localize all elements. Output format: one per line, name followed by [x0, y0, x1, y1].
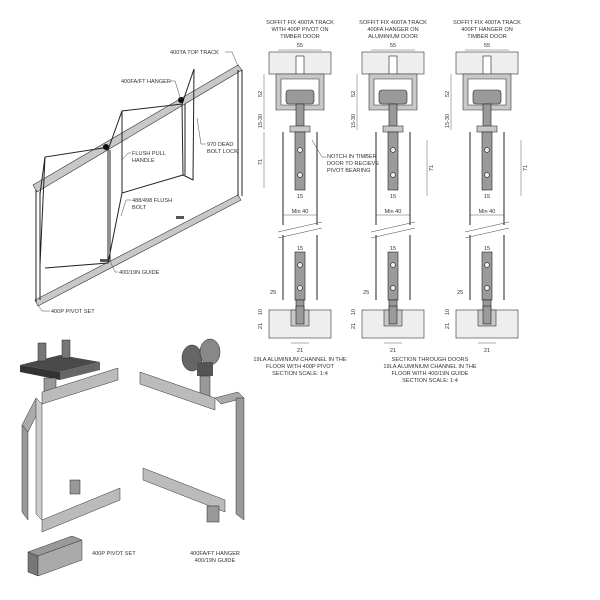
track-profile	[462, 73, 512, 111]
caption-line: SECTION THROUGH DOORS	[392, 357, 469, 363]
caption-line: 19LA ALUMINIUM CHANNEL IN THE	[383, 364, 477, 370]
dim-bar-lower: 15	[390, 246, 396, 252]
dim-width: 55	[390, 43, 396, 49]
dim-clear: 10	[445, 309, 451, 315]
dim-min: Min 40	[292, 209, 309, 215]
label-dead-bolt: 970 DEAD	[207, 142, 233, 148]
track-profile	[368, 73, 418, 111]
caption-left: 19LA ALUMINIUM CHANNEL IN THE FLOOR WITH…	[253, 357, 347, 377]
dim-channel-width: 21	[297, 348, 303, 354]
hanger-wheels	[378, 89, 408, 105]
dim-channel-width: 21	[484, 348, 490, 354]
dim-bar-lower: 15	[484, 246, 490, 252]
dim-bar: 15	[484, 194, 490, 200]
caption-line: SECTION SCALE: 1:4	[272, 371, 328, 377]
label-pivot-set: 400P PIVOT SET	[51, 309, 95, 315]
dim-pivot: 71	[258, 159, 264, 165]
dim-clear: 10	[258, 309, 264, 315]
isometric-folding-door: 400TA TOP TRACK 400FA/FT HANGER 970 DEAD…	[32, 50, 243, 315]
hanger-wheels	[285, 89, 315, 105]
dim-pivot: 71	[429, 165, 435, 171]
flush-bolt	[387, 251, 399, 301]
hanger-bolt	[482, 103, 492, 127]
dim-bar: 15	[297, 194, 303, 200]
dim-min: Min 40	[479, 209, 496, 215]
dim-bolt: 25	[457, 290, 463, 296]
label-flush-bolt: 488/498 FLUSH	[132, 198, 172, 204]
dim-min: Min 40	[385, 209, 402, 215]
dim-bolt: 25	[270, 290, 276, 296]
section-drawing-1: SOFFIT FIX 400TA TRACK WITH 400P PIVOT O…	[258, 20, 334, 354]
label-flush-pull-2: HANDLE	[132, 158, 155, 164]
dim-gap: 15-30	[445, 114, 451, 128]
part-label-pivot-set: 400P PIVOT SET	[92, 551, 136, 557]
dim-width: 55	[484, 43, 490, 49]
caption-line: FLOOR WITH 400/19N GUIDE	[391, 371, 468, 377]
dim-width: 55	[297, 43, 303, 49]
flush-bolt	[294, 251, 306, 301]
dim-gap: 15-30	[351, 114, 357, 128]
pivot-set-hardware: 400P PIVOT SET	[20, 339, 136, 577]
section-title-line: ALUMINIUM DOOR	[368, 34, 418, 40]
part-label-hanger: 400FA/FT HANGER	[190, 551, 240, 557]
flush-bolt	[481, 251, 493, 301]
label-top-track: 400TA TOP TRACK	[170, 50, 219, 56]
section-title-line: 400FA HANGER ON	[367, 27, 418, 33]
dim-track: 52	[258, 91, 264, 97]
label-guide: 400/19N GUIDE	[119, 270, 160, 276]
notch-note-line: NOTCH IN TIMBER	[327, 154, 377, 160]
dim-channel: 21	[351, 323, 357, 329]
notch-note-line: DOOR TO RECIEVE	[327, 161, 379, 167]
section-title-line: TIMBER DOOR	[467, 34, 506, 40]
section-drawing-3: SOFFIT FIX 400TA TRACK 400FT HANGER ON T…	[445, 20, 529, 354]
track-profile	[275, 73, 325, 111]
caption-line: FLOOR WITH 400P PIVOT	[266, 364, 335, 370]
label-hanger: 400FA/FT HANGER	[121, 79, 171, 85]
label-dead-bolt-2: BOLT LOCK	[207, 149, 238, 155]
dim-channel: 21	[445, 323, 451, 329]
dim-clear: 10	[351, 309, 357, 315]
dim-pivot: 71	[523, 165, 529, 171]
caption-line: SECTION SCALE: 1:4	[402, 378, 458, 384]
part-label-guide: 400/19N GUIDE	[195, 558, 236, 564]
section-title-line: SOFFIT FIX 400TA TRACK	[359, 20, 427, 26]
hanger-bolt	[295, 103, 305, 127]
section-title-line: TIMBER DOOR	[280, 34, 319, 40]
dim-track: 52	[351, 91, 357, 97]
pivot-bar	[481, 131, 493, 191]
label-flush-pull: FLUSH PULL	[132, 151, 166, 157]
label-flush-bolt-2: BOLT	[132, 205, 147, 211]
section-title-line: WITH 400P PIVOT ON	[272, 27, 329, 33]
section-title-line: SOFFIT FIX 400TA TRACK	[453, 20, 521, 26]
caption-line: 19LA ALUMINIUM CHANNEL IN THE	[253, 357, 347, 363]
hanger-marker	[103, 144, 109, 150]
dim-channel: 21	[258, 323, 264, 329]
dim-channel-width: 21	[390, 348, 396, 354]
bottom-rail	[34, 194, 242, 307]
dim-bolt: 25	[363, 290, 369, 296]
section-title-line: 400FT HANGER ON	[461, 27, 513, 33]
pivot-bar	[387, 131, 399, 191]
hanger-hardware: 400FA/FT HANGER 400/19N GUIDE	[139, 338, 245, 564]
notch-note-line: PIVOT BEARING	[327, 168, 370, 174]
caption-right: SECTION THROUGH DOORS 19LA ALUMINIUM CHA…	[383, 357, 477, 384]
dim-bar: 15	[390, 194, 396, 200]
pivot-bar	[294, 131, 306, 191]
dim-bar-lower: 15	[297, 246, 303, 252]
section-title-line: SOFFIT FIX 400TA TRACK	[266, 20, 334, 26]
hanger-bolt	[388, 103, 398, 127]
notch-note: NOTCH IN TIMBER DOOR TO RECIEVE PIVOT BE…	[311, 139, 379, 174]
section-drawing-2: SOFFIT FIX 400TA TRACK 400FA HANGER ON A…	[351, 20, 435, 354]
hanger-wheels	[472, 89, 502, 105]
dim-track: 52	[445, 91, 451, 97]
dim-gap: 15-30	[258, 114, 264, 128]
